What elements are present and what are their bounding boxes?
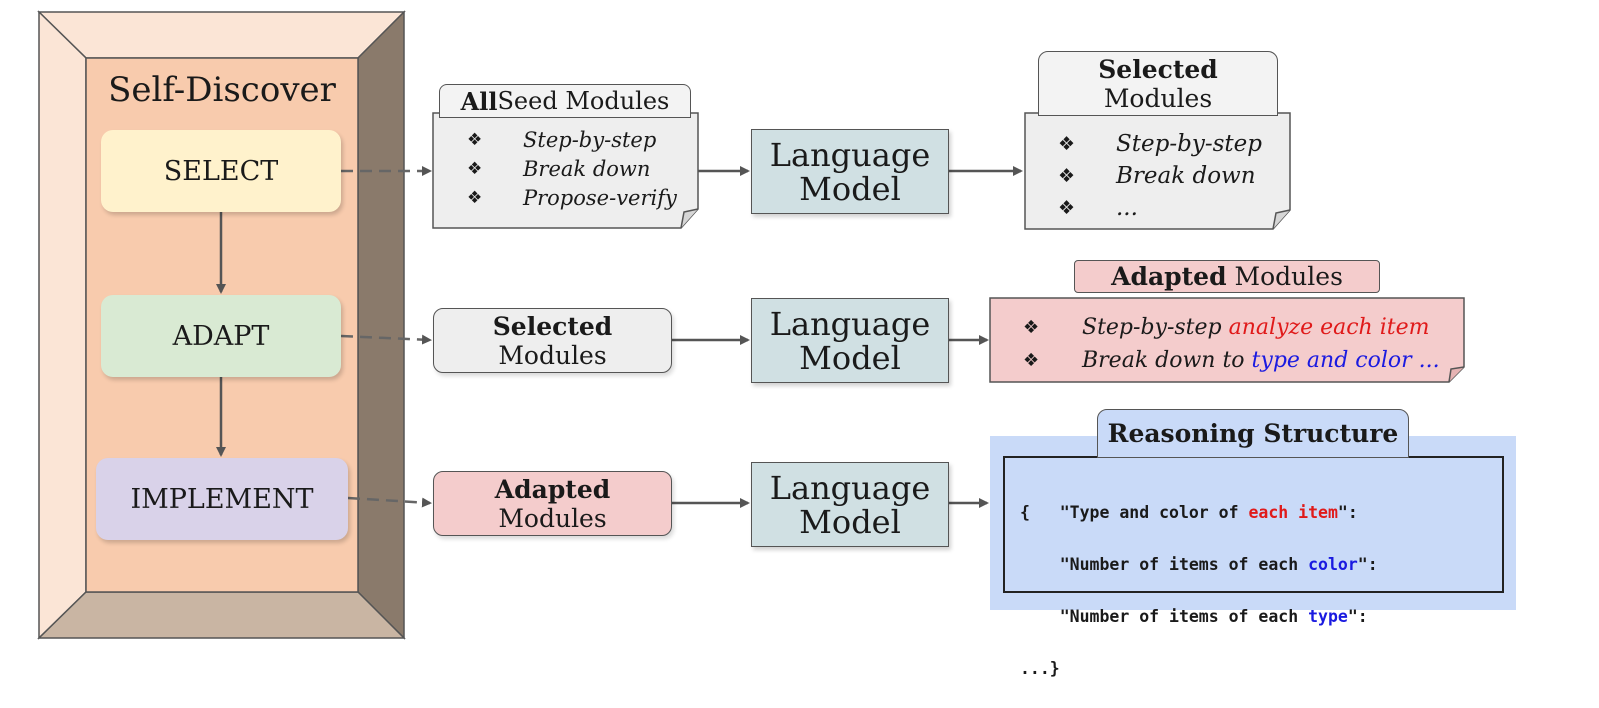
selected-modules-input-rest: Modules xyxy=(498,340,607,370)
reasoning-structure-panel xyxy=(990,436,1516,610)
language-model-label: Model xyxy=(799,502,901,541)
adapted-modules-document xyxy=(989,297,1465,383)
code-line: "Number of items of each color": xyxy=(1020,552,1378,578)
language-model-label: Language xyxy=(769,468,931,507)
list-item: ❖ Step-by-step analyze each item xyxy=(1023,311,1440,344)
list-item: ❖ Break down to type and color ... xyxy=(1023,344,1440,377)
bullet-icon: ❖ xyxy=(467,159,483,179)
adapted-modules-list: ❖ Step-by-step analyze each item ❖ Break… xyxy=(1023,311,1440,377)
list-item: ❖... xyxy=(1058,192,1262,224)
adapted-modules-input: Adapted Modules xyxy=(433,471,672,536)
language-model-label: Language xyxy=(769,135,931,174)
language-model-label: Language xyxy=(769,304,931,343)
code-text: ...} xyxy=(1020,659,1060,678)
reasoning-structure-tab: Reasoning Structure xyxy=(1097,409,1409,458)
dashed-arrow-adapt xyxy=(340,334,432,345)
code-line: "Number of items of each type": xyxy=(1020,604,1378,630)
adapted-modules-input-rest: Modules xyxy=(498,503,607,533)
code-text: "Number of items of each xyxy=(1020,607,1309,626)
selected-module-item: ... xyxy=(1116,195,1138,221)
seed-module-item: Step-by-step xyxy=(523,128,657,152)
list-item: ❖ Break down xyxy=(467,155,677,184)
adapted-modules-input-bold: Adapted xyxy=(494,474,611,504)
adapted-modules-tab-rest: Modules xyxy=(1226,262,1343,291)
adapted-item-plain: Step-by-step xyxy=(1082,315,1229,340)
language-model-select: Language Model xyxy=(751,129,949,214)
bullet-icon: ❖ xyxy=(1023,350,1040,371)
bullet-icon: ❖ xyxy=(467,188,483,208)
reasoning-structure-title: Reasoning Structure xyxy=(1107,419,1399,448)
language-model-adapt: Language Model xyxy=(751,298,949,383)
all-seed-modules-tab-rest: Seed Modules xyxy=(497,87,670,115)
seed-module-item: Break down xyxy=(523,157,651,181)
selected-modules-tab-bold: Selected xyxy=(1098,54,1218,84)
code-highlight: each item xyxy=(1248,503,1338,522)
code-line: { "Type and color of each item": xyxy=(1020,500,1378,526)
all-seed-modules-tab-bold: All xyxy=(460,86,498,116)
seed-modules-list: ❖ Step-by-step ❖ Break down ❖ Propose-verif… xyxy=(467,126,677,213)
adapted-item-highlight: analyze each item xyxy=(1228,315,1430,340)
bullet-icon: ❖ xyxy=(1058,133,1076,155)
dashed-arrow-implement xyxy=(347,496,432,508)
reasoning-structure-code: { "Type and color of each item": "Number… xyxy=(1020,474,1378,708)
code-line: ...} xyxy=(1020,656,1378,682)
language-model-label: Model xyxy=(799,338,901,377)
selected-module-item: Step-by-step xyxy=(1116,131,1262,157)
code-highlight: type xyxy=(1308,607,1348,626)
code-text: { "Type and color of xyxy=(1020,503,1249,522)
bullet-icon: ❖ xyxy=(1023,317,1040,338)
code-text: "Number of items of each xyxy=(1020,555,1309,574)
bullet-icon: ❖ xyxy=(467,130,483,150)
list-item: ❖ Break down xyxy=(1058,160,1262,192)
selected-modules-input-bold: Selected xyxy=(492,311,613,341)
selected-modules-list: ❖ Step-by-step ❖ Break down ❖... xyxy=(1058,128,1262,224)
code-text: ": xyxy=(1357,555,1378,574)
list-item: ❖ Propose-verify xyxy=(467,184,677,213)
adapted-modules-tab: Adapted Modules xyxy=(1074,260,1380,293)
language-model-implement: Language Model xyxy=(751,462,949,547)
all-seed-modules-tab: All Seed Modules xyxy=(439,84,691,118)
language-model-label: Model xyxy=(799,169,901,208)
code-highlight: color xyxy=(1308,555,1358,574)
selected-modules-tab-rest: Modules xyxy=(1103,83,1213,113)
self-discover-title: Self-Discover xyxy=(108,70,336,110)
adapt-stage: ADAPT xyxy=(101,295,341,377)
adapted-modules-tab-bold: Adapted xyxy=(1111,262,1227,291)
bullet-icon: ❖ xyxy=(1058,197,1076,219)
seed-module-item: Propose-verify xyxy=(523,186,677,210)
list-item: ❖ Step-by-step xyxy=(467,126,677,155)
selected-modules-input: Selected Modules xyxy=(433,308,672,373)
implement-stage: IMPLEMENT xyxy=(96,458,348,540)
selected-module-item: Break down xyxy=(1116,163,1256,189)
list-item: ❖ Step-by-step xyxy=(1058,128,1262,160)
adapted-item-highlight: type and color ... xyxy=(1251,348,1440,373)
bullet-icon: ❖ xyxy=(1058,165,1076,187)
code-text: ": xyxy=(1337,503,1358,522)
code-text: ": xyxy=(1347,607,1368,626)
adapted-item-plain: Break down to xyxy=(1082,348,1252,373)
selected-modules-tab: Selected Modules xyxy=(1038,51,1278,116)
select-stage: SELECT xyxy=(101,130,341,212)
